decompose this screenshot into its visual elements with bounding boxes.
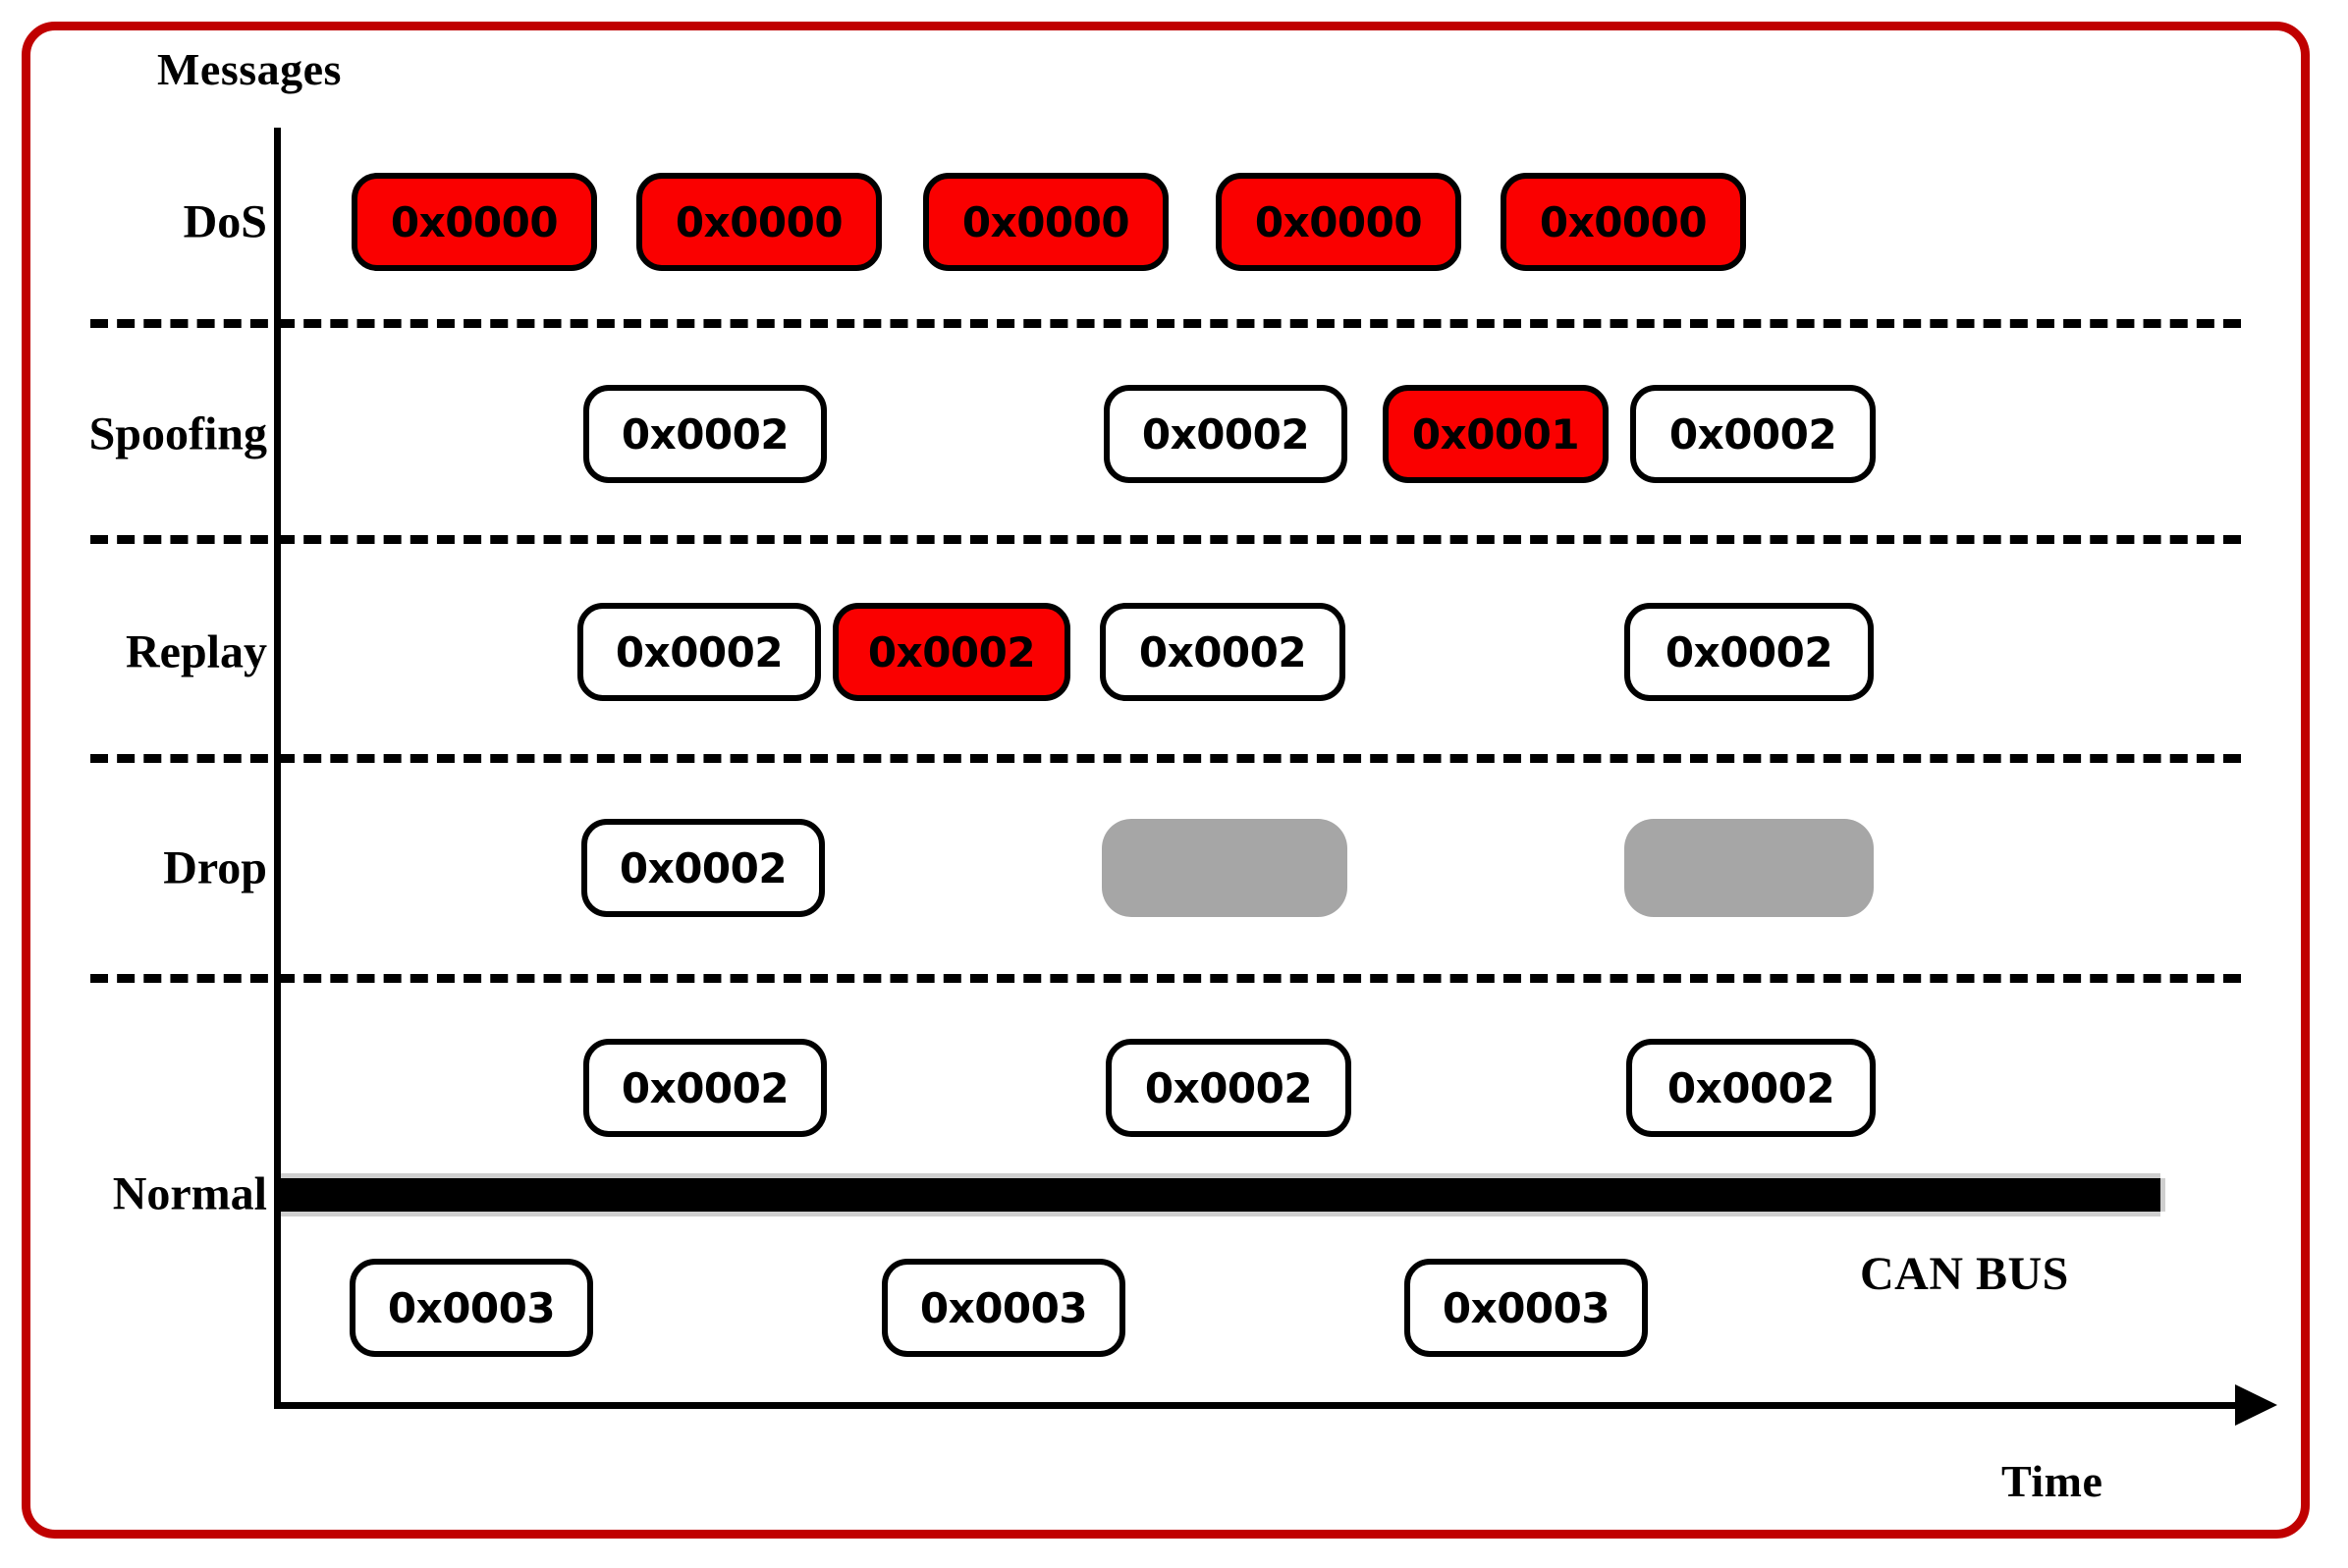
row-separator-1 — [90, 535, 2241, 544]
message-capsule-dos-2: 0x0000 — [923, 173, 1169, 271]
message-capsule-normal-2: 0x0002 — [1626, 1039, 1876, 1137]
row-label-drop: Drop — [163, 841, 267, 894]
message-capsule-drop-0: 0x0002 — [581, 819, 825, 917]
message-capsule-drop-1 — [1102, 819, 1347, 917]
row-label-spoofing: Spoofing — [88, 407, 267, 460]
can-bus-label: CAN BUS — [1860, 1248, 2069, 1300]
bus-message-capsule-0: 0x0003 — [350, 1259, 593, 1357]
y-axis-label: Messages — [157, 44, 342, 94]
message-capsule-spoofing-0: 0x0002 — [583, 385, 827, 483]
row-label-normal: Normal — [112, 1167, 267, 1220]
row-separator-0 — [90, 319, 2241, 328]
x-axis-arrow-icon — [2235, 1384, 2277, 1426]
row-label-dos: DoS — [183, 195, 267, 248]
message-capsule-drop-2 — [1624, 819, 1874, 917]
message-capsule-replay-0: 0x0002 — [577, 603, 821, 701]
message-capsule-normal-1: 0x0002 — [1106, 1039, 1351, 1137]
message-capsule-replay-1: 0x0002 — [833, 603, 1070, 701]
message-capsule-dos-1: 0x0000 — [636, 173, 882, 271]
message-capsule-normal-0: 0x0002 — [583, 1039, 827, 1137]
y-axis-line — [274, 128, 281, 1409]
message-capsule-replay-2: 0x0002 — [1100, 603, 1345, 701]
row-separator-3 — [90, 974, 2241, 983]
message-capsule-dos-3: 0x0000 — [1216, 173, 1461, 271]
bus-message-capsule-2: 0x0003 — [1404, 1259, 1648, 1357]
row-label-replay: Replay — [126, 625, 267, 678]
message-capsule-dos-4: 0x0000 — [1501, 173, 1746, 271]
message-capsule-spoofing-1: 0x0002 — [1104, 385, 1347, 483]
message-capsule-replay-3: 0x0002 — [1624, 603, 1874, 701]
message-capsule-dos-0: 0x0000 — [352, 173, 597, 271]
message-capsule-spoofing-2: 0x0001 — [1383, 385, 1609, 483]
bus-message-capsule-1: 0x0003 — [882, 1259, 1125, 1357]
message-capsule-spoofing-3: 0x0002 — [1630, 385, 1876, 483]
row-separator-2 — [90, 754, 2241, 763]
can-bus-bar — [281, 1178, 2160, 1212]
x-axis-label: Time — [2001, 1456, 2103, 1506]
x-axis-line — [274, 1402, 2243, 1409]
